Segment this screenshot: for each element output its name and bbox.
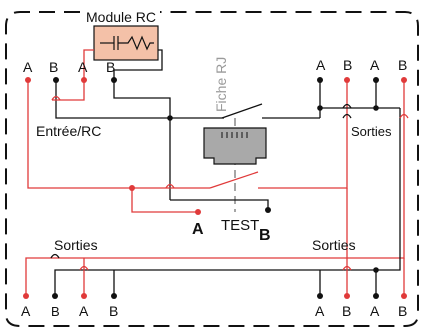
rj-jack-icon <box>203 127 267 165</box>
terminal-dots <box>23 77 407 299</box>
bottom-left-terminal-3: A <box>79 303 89 319</box>
black-to-test-b <box>170 199 269 210</box>
sorties-right-label: Sorties <box>351 124 392 139</box>
top-right-terminal-3: A <box>370 57 380 73</box>
bottom-left-terminal-4: B <box>109 303 118 319</box>
sorties-bottom-right-label: Sorties <box>312 237 356 253</box>
bottom-right-terminal-3: A <box>370 303 380 319</box>
bottom-right-terminal-4: B <box>398 303 407 319</box>
top-right-terminal-4: B <box>398 57 407 73</box>
top-right-terminal-1: A <box>316 57 326 73</box>
top-left-terminal-2: B <box>49 59 58 75</box>
top-right-wires <box>25 80 405 296</box>
wire-hops <box>50 95 409 271</box>
entree-rc-label: Entrée/RC <box>36 123 101 139</box>
top-left-wires <box>27 80 196 189</box>
top-left-terminal-1: A <box>23 59 33 75</box>
module-black-lead <box>113 49 163 80</box>
rj-pins <box>221 132 248 138</box>
test-a-label: A <box>192 221 204 238</box>
top-left-terminal-4: B <box>106 59 115 75</box>
bottom-wires <box>83 258 405 296</box>
bottom-left-terminal-2: B <box>51 304 60 319</box>
top-right-terminal-2: B <box>343 57 352 73</box>
test-b-label: B <box>259 227 271 244</box>
sorties-bottom-left-label: Sorties <box>54 237 98 253</box>
junction-dots <box>129 105 379 273</box>
module-rc-label: Module RC <box>86 9 156 25</box>
bottom-right-terminal-1: A <box>315 303 325 319</box>
fiche-rj-label: Fiche RJ <box>213 57 229 112</box>
upper-switch <box>196 103 320 119</box>
bottom-right-terminal-2: B <box>342 303 351 319</box>
rc-symbol <box>100 35 154 51</box>
enclosure-border <box>5 11 419 327</box>
bottom-left-terminal-1: A <box>21 303 31 319</box>
top-left-terminal-3: A <box>78 59 88 75</box>
test-label: TEST <box>221 217 259 234</box>
module-red-lead <box>83 49 94 80</box>
